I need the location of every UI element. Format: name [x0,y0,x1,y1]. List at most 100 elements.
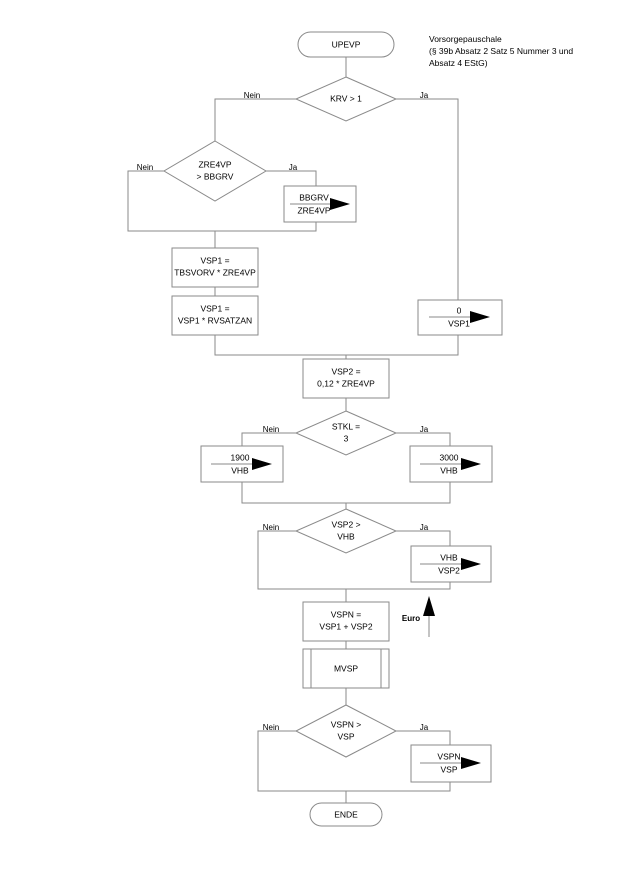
node-label-krv: KRV > 1 [330,93,362,103]
annotation-euro-rounding: Euro [402,596,435,637]
edge-label-vsp2vhb-nein: Nein [263,523,279,532]
edge-zre4vp-ja [266,170,317,186]
assign-denominator-vsp: VSP [440,764,457,774]
node-process-vsp1-tbsvorv[interactable]: VSP1 = TBSVORV * ZRE4VP [171,247,259,288]
edge-label-vsp2vhb-ja: Ja [420,523,429,532]
node-label-vsp2vhb-line1: VSP2 > [331,519,360,529]
edge-label-krv-nein: Nein [244,91,260,100]
assign-arrow-icon [470,311,490,323]
node-assign-vhb-to-vsp2[interactable]: VHB VSP2 [410,545,492,583]
edge-label-zre4vp-nein: Nein [137,163,153,172]
node-assign-3000-to-vhb[interactable]: 3000 VHB [409,445,493,483]
assign-numerator-bbgrv: BBGRV [299,192,329,202]
node-subroutine-mvsp[interactable]: MVSP [302,648,390,689]
assign-arrow-icon [330,198,350,210]
edge-bbgrv-merge [215,222,317,232]
assign-numerator-3000: 3000 [440,452,459,462]
edge-1900-merge [241,482,346,504]
edge-label-stkl-ja: Ja [420,425,429,434]
node-label-zre4vp-line2: > BBGRV [197,171,234,181]
assign-numerator-zero: 0 [457,305,462,315]
edge-zre4vp-nein [127,170,215,232]
node-label-end: ENDE [334,809,358,819]
edge-vsp1rv-merge [214,335,346,356]
node-decision-stkl[interactable]: STKL = 3 [294,410,398,456]
edge-vspnvsp-nein [257,730,346,792]
assign-numerator-1900: 1900 [231,452,250,462]
decision-shape [294,508,398,554]
process-shape [171,295,259,336]
node-label-vspn-line2: VSP1 + VSP2 [319,621,372,631]
decision-shape [294,76,398,122]
node-process-vsp2[interactable]: VSP2 = 0,12 * ZRE4VP [302,358,390,399]
assign-arrow-icon [461,558,481,570]
edge-label-krv-ja: Ja [420,91,429,100]
edge-vspnvsp-ja [396,730,451,745]
assign-arrow-icon [461,757,481,769]
node-assign-bbgrv-to-zre4vp[interactable]: BBGRV ZRE4VP [283,185,357,223]
node-process-vsp1-rvsatzan[interactable]: VSP1 = VSP1 * RVSATZAN [171,295,259,336]
node-label-vsp2vhb-line2: VHB [337,531,355,541]
node-label-mvsp: MVSP [334,663,358,673]
decision-shape [294,704,398,758]
node-label-vsp2-line1: VSP2 = [331,366,360,376]
edge-zerovsp1-merge [346,335,459,356]
node-decision-krv[interactable]: KRV > 1 [294,76,398,122]
node-assign-zero-to-vsp1[interactable]: 0 VSP1 [417,299,503,336]
edge-label-zre4vp-ja: Ja [289,163,298,172]
edge-layer [127,57,459,803]
node-label-start: UPEVP [332,39,361,49]
edge-vsp2vhb-nein [257,530,346,590]
decision-shape [163,140,267,202]
decision-shape [294,410,398,456]
edge-label-layer: Nein Ja Nein Ja Nein Ja Nein Ja Nein Ja [137,91,429,732]
assign-denominator-zre4vp: ZRE4VP [297,205,330,215]
node-decision-vsp2-vhb[interactable]: VSP2 > VHB [294,508,398,554]
predefined-process-shape [302,648,390,689]
edge-vspnvsp-merge [346,782,451,792]
edge-stkl-ja [396,432,451,446]
edge-vhbvsp2-merge [346,582,451,590]
assign-arrow-icon [252,458,272,470]
node-label-vsp2-line2: 0,12 * ZRE4VP [317,378,375,388]
node-start-upevp[interactable]: UPEVP [297,31,395,58]
edge-vsp2vhb-ja [396,530,451,546]
edge-krv-nein [214,98,296,141]
node-label-stkl-line1: STKL = [332,421,360,431]
node-label-zre4vp-line1: ZRE4VP [198,159,231,169]
node-label-vsp1rv-line2: VSP1 * RVSATZAN [178,315,252,325]
node-label-vsp1tbs-line1: VSP1 = [200,255,229,265]
edge-label-vspnvsp-ja: Ja [420,723,429,732]
assign-denominator-vhb: VHB [440,465,458,475]
node-label-vspnvsp-line2: VSP [337,731,354,741]
node-decision-vspn-vsp[interactable]: VSPN > VSP [294,704,398,758]
edge-3000-merge [346,482,451,504]
edge-stkl-nein [241,432,296,446]
process-shape [302,601,390,642]
node-decision-zre4vp[interactable]: ZRE4VP > BBGRV [163,140,267,202]
assign-arrow-icon [461,458,481,470]
node-end-ende[interactable]: ENDE [309,802,383,827]
assign-denominator-vhb: VHB [231,465,249,475]
node-label-vspn-line1: VSPN = [331,609,362,619]
node-process-vspn[interactable]: VSPN = VSP1 + VSP2 [302,601,390,642]
node-assign-vspn-to-vsp[interactable]: VSPN VSP [410,744,492,783]
node-label-stkl-line2: 3 [344,433,349,443]
terminal-shape [309,802,383,827]
node-label-vspnvsp-line1: VSPN > [331,719,362,729]
node-label-vsp1tbs-line2: TBSVORV * ZRE4VP [174,267,256,277]
diagram-title: Vorsorgepauschale (§ 39b Absatz 2 Satz 5… [429,34,574,68]
euro-label: Euro [402,614,420,623]
assign-denominator-vsp1: VSP1 [448,318,470,328]
node-assign-1900-to-vhb[interactable]: 1900 VHB [200,445,284,483]
process-shape [171,247,259,288]
assign-numerator-vhb: VHB [440,552,458,562]
process-shape [302,358,390,399]
up-arrow-icon [423,596,435,616]
edge-label-vspnvsp-nein: Nein [263,723,279,732]
edge-krv-ja [396,98,459,300]
assign-numerator-vspn: VSPN [437,751,460,761]
edge-label-stkl-nein: Nein [263,425,279,434]
